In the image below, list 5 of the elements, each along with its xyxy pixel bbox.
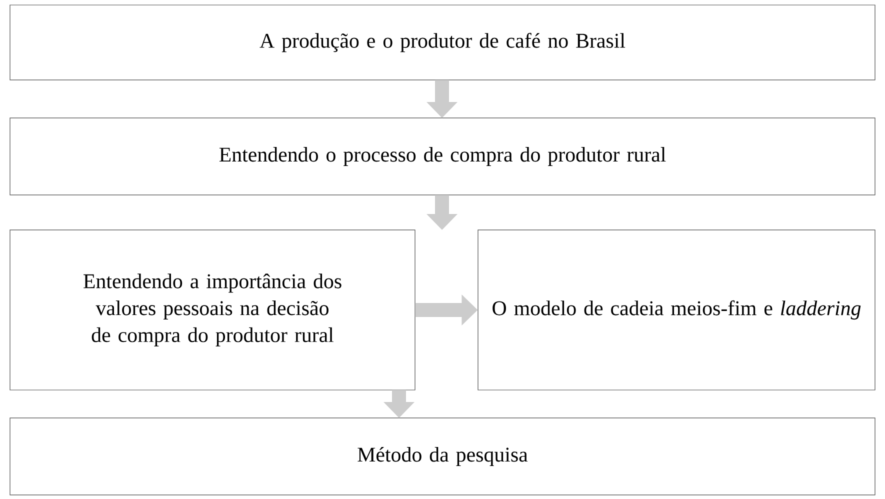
text-box: A produção e o produtor de café no Brasil — [10, 4, 876, 80]
text-box: Entendendo a importância dos valores pessoais na decisão de compra do produtor rural — [10, 230, 416, 390]
text-box: Entendendo o processo de compra do produtor rural — [10, 118, 876, 196]
text-box: Método da pesquisa — [10, 418, 876, 496]
text-box: O modelo de cadeia meios-fim e laddering — [478, 230, 876, 390]
